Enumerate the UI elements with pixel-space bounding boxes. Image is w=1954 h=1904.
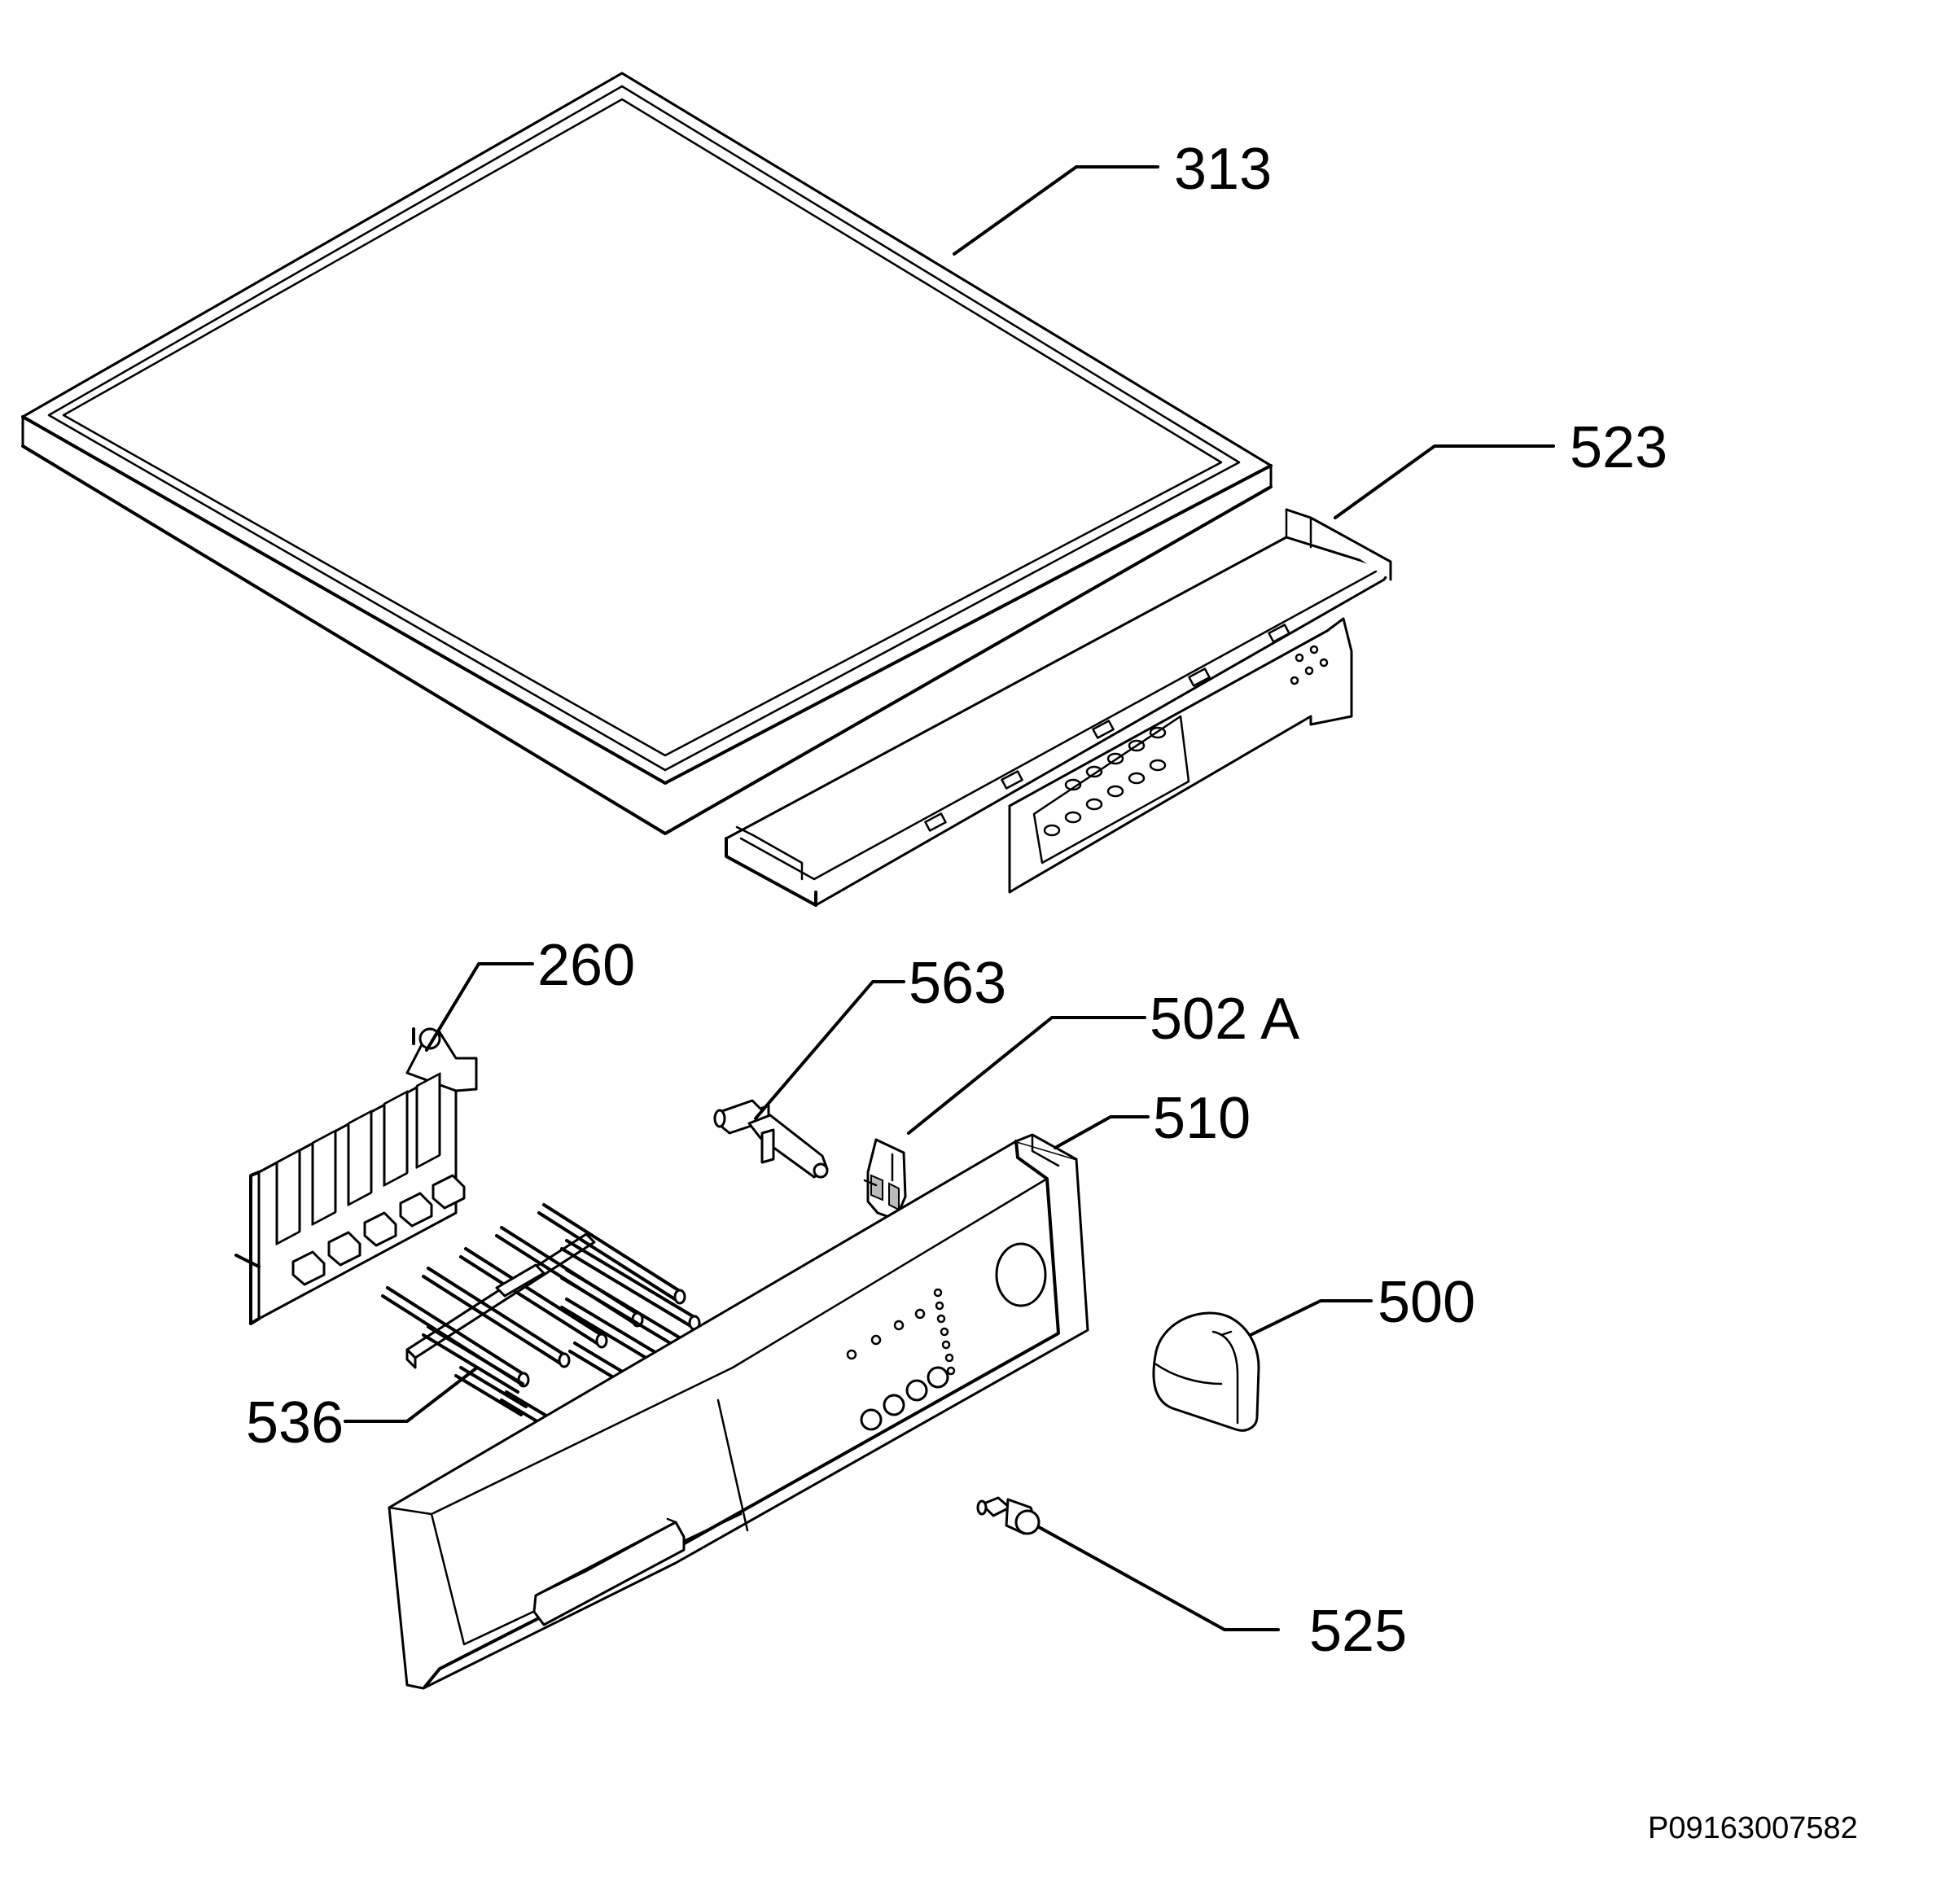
label-313: 313 <box>1174 137 1272 202</box>
bracket-vent-slots <box>1043 645 1329 837</box>
leader-lines <box>344 165 1555 1631</box>
part-502a-clip <box>863 1138 907 1221</box>
leader-500 <box>1249 1299 1373 1337</box>
part-500-knob <box>1152 1311 1260 1432</box>
part-523-panel-bracket <box>725 508 1392 907</box>
leader-523 <box>1334 444 1555 519</box>
control-panel-buttons <box>860 1366 949 1431</box>
control-panel-knob-hole <box>995 1242 1047 1307</box>
leader-313 <box>953 165 1159 256</box>
label-525: 525 <box>1309 1599 1407 1664</box>
part-563-plunger <box>713 1099 829 1179</box>
part-313-top-cover <box>21 72 1273 835</box>
drawing-code: P09163007582 <box>1648 1811 1858 1845</box>
part-260-button-frame <box>234 1027 478 1325</box>
leader-260 <box>425 962 534 1052</box>
part-525-light-pipe <box>976 1496 1041 1535</box>
label-523: 523 <box>1570 415 1667 480</box>
control-panel-indicators <box>846 1288 956 1376</box>
button-frame-clips <box>291 1174 466 1286</box>
label-563: 563 <box>909 951 1006 1016</box>
leader-563 <box>754 980 905 1120</box>
button-frame-slots <box>275 1072 441 1245</box>
label-510: 510 <box>1153 1086 1251 1151</box>
label-260: 260 <box>537 933 635 998</box>
leader-502a <box>907 1016 1146 1135</box>
leader-525 <box>1037 1525 1280 1631</box>
callout-labels: 313 523 260 563 502 A 510 500 536 525 P0… <box>246 137 1858 1845</box>
label-536: 536 <box>246 1390 344 1455</box>
leader-536 <box>344 1366 479 1423</box>
part-510-control-panel <box>388 1133 1089 1690</box>
leader-510 <box>1054 1115 1150 1149</box>
label-500: 500 <box>1378 1270 1475 1335</box>
label-502a: 502 A <box>1150 987 1299 1052</box>
